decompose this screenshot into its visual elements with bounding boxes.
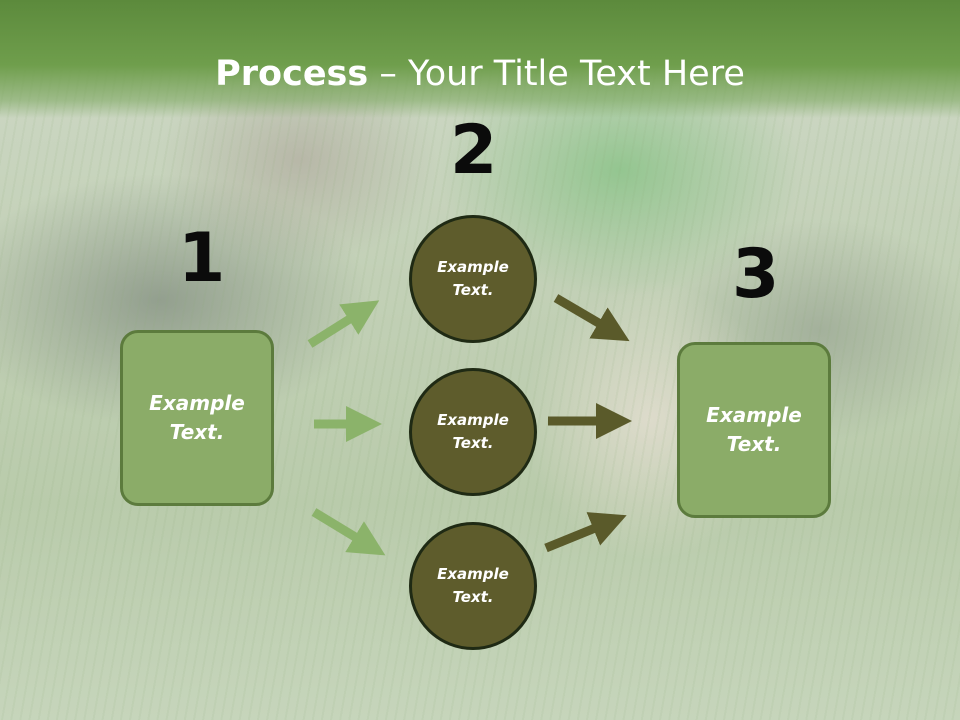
step-1-box[interactable]: Example Text. — [120, 330, 274, 506]
arrow-bottom-to-right — [544, 512, 627, 553]
step-3-box[interactable]: Example Text. — [677, 342, 831, 518]
step-number-1: 1 — [178, 219, 226, 298]
step-2-circle-bottom[interactable]: Example Text. — [409, 522, 537, 650]
step-3-box-text: Example Text. — [706, 403, 802, 456]
step-1-box-text: Example Text. — [149, 391, 245, 444]
slide-title: Process – Your Title Text Here — [0, 52, 960, 96]
title-bar — [0, 0, 960, 118]
circle-top-text: Example Text. — [437, 258, 509, 299]
title-bold: Process — [215, 54, 369, 94]
step-2-circle-middle[interactable]: Example Text. — [409, 368, 537, 496]
arrow-top-to-right — [553, 294, 630, 342]
step-number-2: 2 — [450, 111, 498, 190]
arrow-left-to-bottom — [311, 508, 386, 556]
step-number-3: 3 — [732, 235, 780, 314]
arrow-left-to-top — [307, 300, 380, 348]
circle-bottom-text: Example Text. — [437, 565, 509, 606]
title-rest: – Your Title Text Here — [368, 54, 745, 94]
circle-middle-text: Example Text. — [437, 411, 509, 452]
step-2-circle-top[interactable]: Example Text. — [409, 215, 537, 343]
